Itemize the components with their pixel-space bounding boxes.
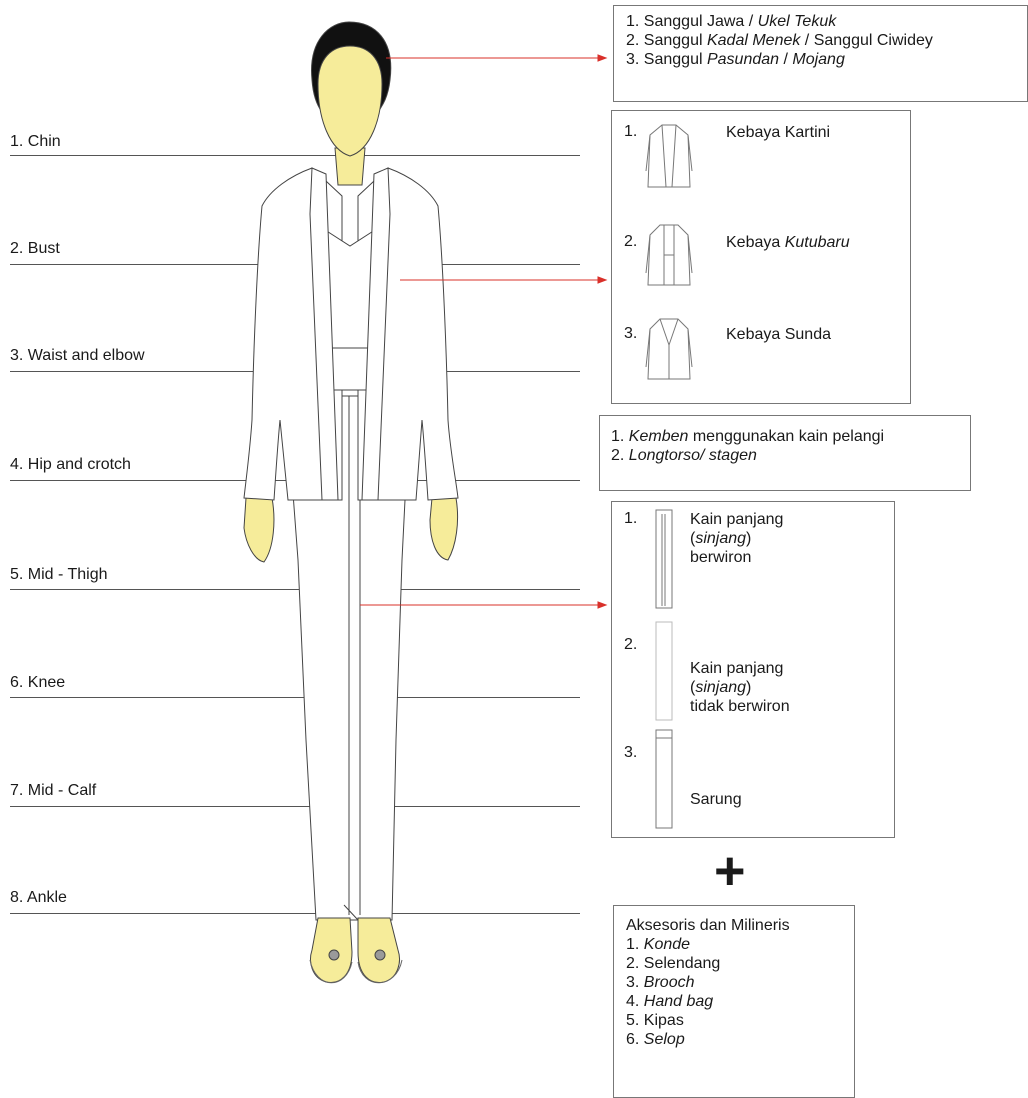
kebaya-prefix: Kebaya xyxy=(726,326,785,343)
accessory-num: 4. xyxy=(626,993,639,1010)
inner-item-1: 1. Kemben menggunakan kain pelangi xyxy=(611,427,970,446)
lower-label-line: (sinjang) xyxy=(690,678,790,697)
kebaya-name: Kartini xyxy=(785,124,830,141)
accessory-label: Selop xyxy=(644,1031,685,1048)
kebaya-item-label: Kebaya Sunda xyxy=(726,325,831,344)
inner-item-num: 2. xyxy=(611,447,624,464)
lower-garment-box: 1. Kain panjang (sinjang) berwiron 2. Ka… xyxy=(611,501,895,838)
kebaya-item-label: Kebaya Kutubaru xyxy=(726,233,850,252)
accessory-item: 5. Kipas xyxy=(626,1011,854,1030)
kebaya-prefix: Kebaya xyxy=(726,124,785,141)
kebaya-name: Sunda xyxy=(785,326,831,343)
plus-sign: + xyxy=(714,844,746,898)
kain-tidak-berwiron-icon xyxy=(652,620,676,724)
accessory-label: Brooch xyxy=(644,974,695,991)
sarung-icon xyxy=(652,728,676,832)
sinjang-italic: sinjang xyxy=(695,679,746,696)
hair-item-text: / Sanggul Ciwidey xyxy=(800,32,933,49)
paren: ) xyxy=(746,530,751,547)
accessories-title: Aksesoris dan Milineris xyxy=(626,916,854,935)
inner-item-text-italic: Kemben xyxy=(629,428,689,445)
lower-item-num: 1. xyxy=(624,510,637,528)
lower-item-label: Sarung xyxy=(690,790,742,809)
hair-item-num: 3. xyxy=(626,51,639,68)
accessory-num: 1. xyxy=(626,936,639,953)
accessory-item: 4. Hand bag xyxy=(626,992,854,1011)
accessories-box: Aksesoris dan Milineris 1. Konde 2. Sele… xyxy=(613,905,855,1098)
hair-item-text-italic: Mojang xyxy=(792,51,844,68)
kebaya-item-num: 3. xyxy=(624,325,637,343)
face xyxy=(318,46,382,156)
accessory-num: 3. xyxy=(626,974,639,991)
accessory-label: Selendang xyxy=(644,955,721,972)
right-sandal-ornament xyxy=(375,950,385,960)
lower-label-line: (sinjang) xyxy=(690,529,783,548)
accessory-label: Kipas xyxy=(644,1012,684,1029)
inner-item-text-italic: Longtorso/ stagen xyxy=(629,447,757,464)
hair-item-text: Sanggul xyxy=(644,32,707,49)
lower-label-line: tidak berwiron xyxy=(690,697,790,716)
kebaya-item-label: Kebaya Kartini xyxy=(726,123,830,142)
lower-label-line: Sarung xyxy=(690,790,742,809)
kebaya-prefix: Kebaya xyxy=(726,234,785,251)
lower-label-line: berwiron xyxy=(690,548,783,567)
kebaya-item-num: 2. xyxy=(624,233,637,251)
inner-item-text: menggunakan kain pelangi xyxy=(688,428,884,445)
accessory-label: Hand bag xyxy=(644,993,713,1010)
accessory-item: 1. Konde xyxy=(626,935,854,954)
accessory-item: 3. Brooch xyxy=(626,973,854,992)
accessory-item: 6. Selop xyxy=(626,1030,854,1049)
accessory-item: 2. Selendang xyxy=(626,954,854,973)
hair-item-1: 1. Sanggul Jawa / Ukel Tekuk xyxy=(626,12,1027,31)
lower-item-label: Kain panjang (sinjang) tidak berwiron xyxy=(690,659,790,716)
hair-item-text-italic: Pasundan xyxy=(707,51,779,68)
inner-item-2: 2. Longtorso/ stagen xyxy=(611,446,970,465)
lower-item-num: 2. xyxy=(624,636,637,654)
hair-item-2: 2. Sanggul Kadal Menek / Sanggul Ciwidey xyxy=(626,31,1027,50)
hair-item-text: Sanggul Jawa / xyxy=(644,13,758,30)
inner-item-num: 1. xyxy=(611,428,624,445)
kebaya-kutubaru-icon xyxy=(644,221,694,293)
inner-wear-box: 1. Kemben menggunakan kain pelangi 2. Lo… xyxy=(599,415,971,491)
left-sandal-ornament xyxy=(329,950,339,960)
sinjang-italic: sinjang xyxy=(695,530,746,547)
hair-item-num: 2. xyxy=(626,32,639,49)
accessory-num: 5. xyxy=(626,1012,639,1029)
hair-item-3: 3. Sanggul Pasundan / Mojang xyxy=(626,50,1027,69)
lower-item-label: Kain panjang (sinjang) berwiron xyxy=(690,510,783,567)
paren: ) xyxy=(746,679,751,696)
hair-item-text: Sanggul xyxy=(644,51,707,68)
hair-item-text-italic: Kadal Menek xyxy=(707,32,800,49)
accessory-num: 2. xyxy=(626,955,639,972)
right-hand xyxy=(430,498,458,560)
kebaya-kartini-icon xyxy=(644,121,694,193)
left-hand xyxy=(244,498,274,562)
kebaya-item-num: 1. xyxy=(624,123,637,141)
kain-berwiron-icon xyxy=(652,508,676,612)
lower-item-num: 3. xyxy=(624,744,637,762)
hair-style-box: 1. Sanggul Jawa / Ukel Tekuk 2. Sanggul … xyxy=(613,5,1028,102)
hair-item-text-italic: Ukel Tekuk xyxy=(758,13,837,30)
kebaya-box: 1. Kebaya Kartini 2. Kebaya Kutubaru 3. … xyxy=(611,110,911,404)
lower-label-line: Kain panjang xyxy=(690,659,790,678)
kebaya-name: Kutubaru xyxy=(785,234,850,251)
hair-item-num: 1. xyxy=(626,13,639,30)
lower-label-line: Kain panjang xyxy=(690,510,783,529)
kebaya-sunda-icon xyxy=(644,315,694,387)
hair-item-text: / xyxy=(779,51,792,68)
accessory-label: Konde xyxy=(644,936,690,953)
accessory-num: 6. xyxy=(626,1031,639,1048)
